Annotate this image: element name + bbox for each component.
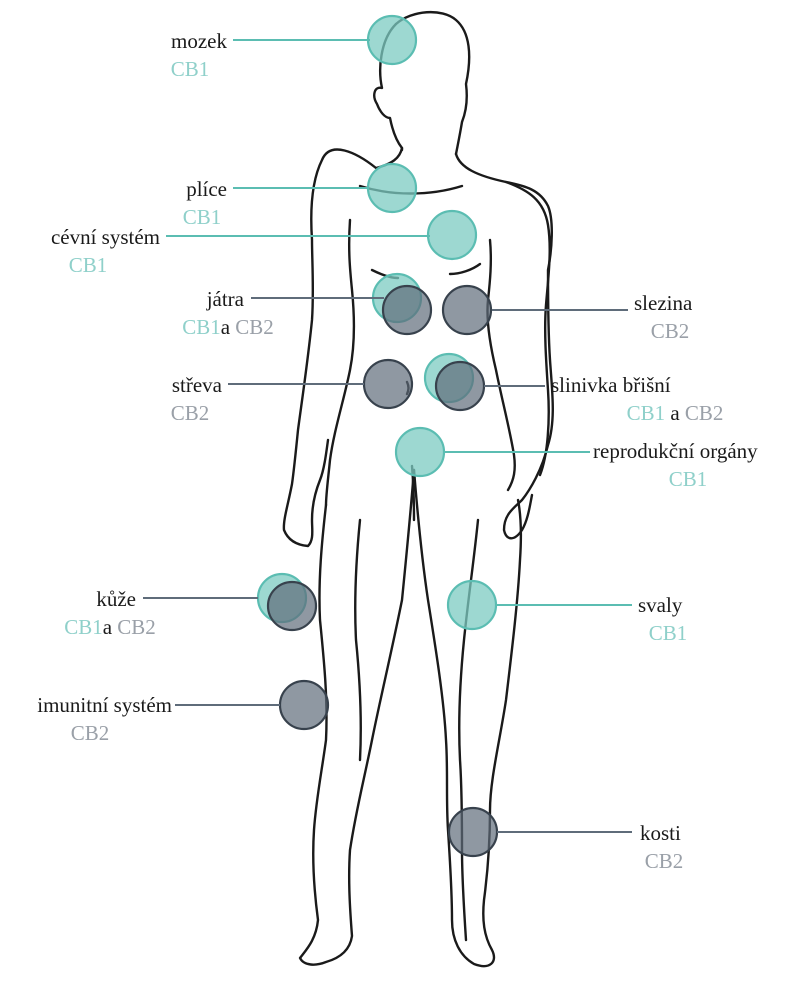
skin-label: kůže [96,587,136,611]
pancreas-cb2-circle [436,362,484,410]
skin-cb2-circle [268,582,316,630]
left-leg-inner [355,520,361,760]
liver-cb2-circle [383,286,431,334]
vascular-label: cévní systém [51,225,160,249]
reproductive-label: reprodukční orgány [593,439,758,463]
brain-label: mozek [171,29,227,53]
vascular-receptors: CB1 [69,253,108,277]
brain-receptors: CB1 [171,57,210,81]
human-body-outline [284,12,553,966]
liver-receptors: CB1a CB2 [182,315,274,339]
waist-line-right [450,264,480,274]
muscles-receptors: CB1 [649,621,688,645]
bones-cb2-circle [449,808,497,856]
muscles-cb1-circle [448,581,496,629]
lungs-label: plíce [186,177,227,201]
intestines-receptors: CB2 [171,401,210,425]
muscles-label: svaly [638,593,683,617]
intestines-cb2-circle [364,360,412,408]
skin-receptors: CB1a CB2 [64,615,156,639]
right-leg-outline [414,470,521,966]
pancreas-label: slinivka břišní [551,373,671,397]
lungs-receptors: CB1 [183,205,222,229]
immune-receptors: CB2 [71,721,110,745]
spleen-receptors: CB2 [651,319,690,343]
vascular-cb1-circle [428,211,476,259]
spleen-cb2-circle [443,286,491,334]
lungs-cb1-circle [368,164,416,212]
spleen-label: slezina [634,291,693,315]
immune-label: imunitní systém [37,693,172,717]
brain-cb1-circle [368,16,416,64]
liver-label: játra [206,287,245,311]
bones-label: kosti [640,821,681,845]
organ-markers [258,16,497,856]
reproductive-receptors: CB1 [669,467,708,491]
right-torso-outline [456,154,553,538]
leader-lines [143,40,632,832]
immune-cb2-circle [280,681,328,729]
reproductive-cb1-circle [396,428,444,476]
pancreas-receptors: CB1 a CB2 [627,401,724,425]
right-arm-outline [506,182,550,475]
left-arm-inner [326,220,354,505]
intestines-label: střeva [172,373,223,397]
bones-receptors: CB2 [645,849,684,873]
